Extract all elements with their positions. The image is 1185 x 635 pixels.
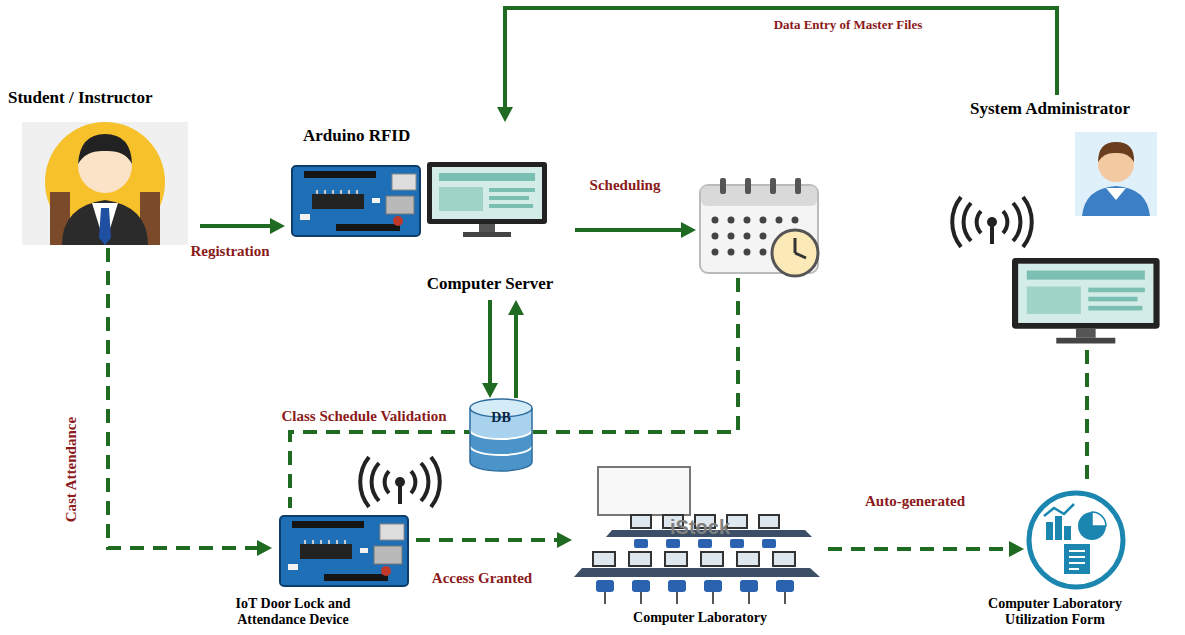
flow-arrow [416,532,572,548]
flow-arrow [482,300,524,398]
node-label: IoT Door Lock and Attendance Device [208,596,378,628]
node-label: System Administrator [970,99,1176,119]
flow-arrow [1087,350,1088,488]
arduino-board [292,166,420,236]
flow-arrow [828,541,1024,557]
wifi-symbol [952,197,1032,247]
server-node: Arduino RFID Computer Server [285,122,575,300]
flow-arrow [108,248,272,556]
wifi-symbol [360,457,440,507]
computer-lab-illustration [574,467,820,604]
flow-arrow [290,278,738,508]
arduino-board [280,516,408,586]
node-label: Computer Server [405,274,575,294]
edge-label: Class Schedule Validation [279,408,448,425]
edge-label: Access Granted [430,570,534,587]
watermark: iStock [670,516,730,538]
flow-arrow [575,222,696,238]
door-lock-node: IoT Door Lock and Attendance Device [272,508,416,592]
report-icon-shape [1024,488,1128,592]
server-monitor [427,162,547,237]
edge-label: Auto-generated [863,493,967,510]
flow-arrow [200,218,285,234]
database-cylinder: DB [468,398,534,472]
edge-label: Data Entry of Master Files [772,18,925,33]
node-label: DB [468,410,534,426]
node-label: Arduino RFID [303,126,493,146]
actor-node: Student / Instructor [8,88,200,248]
calendar-node [696,176,824,278]
edge-label: Registration [188,243,271,260]
node-label: Student / Instructor [8,88,200,108]
admin-monitor [1012,258,1160,344]
edge-label: Scheduling [588,177,663,194]
node-label: Computer Laboratory [572,610,828,626]
report-form-circle: Computer Laboratory Utilization Form [1024,488,1128,592]
edge-label: Cast Attendance [63,415,80,524]
student-icon [22,122,188,245]
admin-node: System Administrator [962,95,1178,350]
calendar-icon [700,178,818,276]
administrator-icon [1075,132,1157,216]
node-label: Computer Laboratory Utilization Form [965,596,1145,628]
laboratory-node: Computer Laboratory [572,462,828,632]
database-shape [468,398,534,472]
